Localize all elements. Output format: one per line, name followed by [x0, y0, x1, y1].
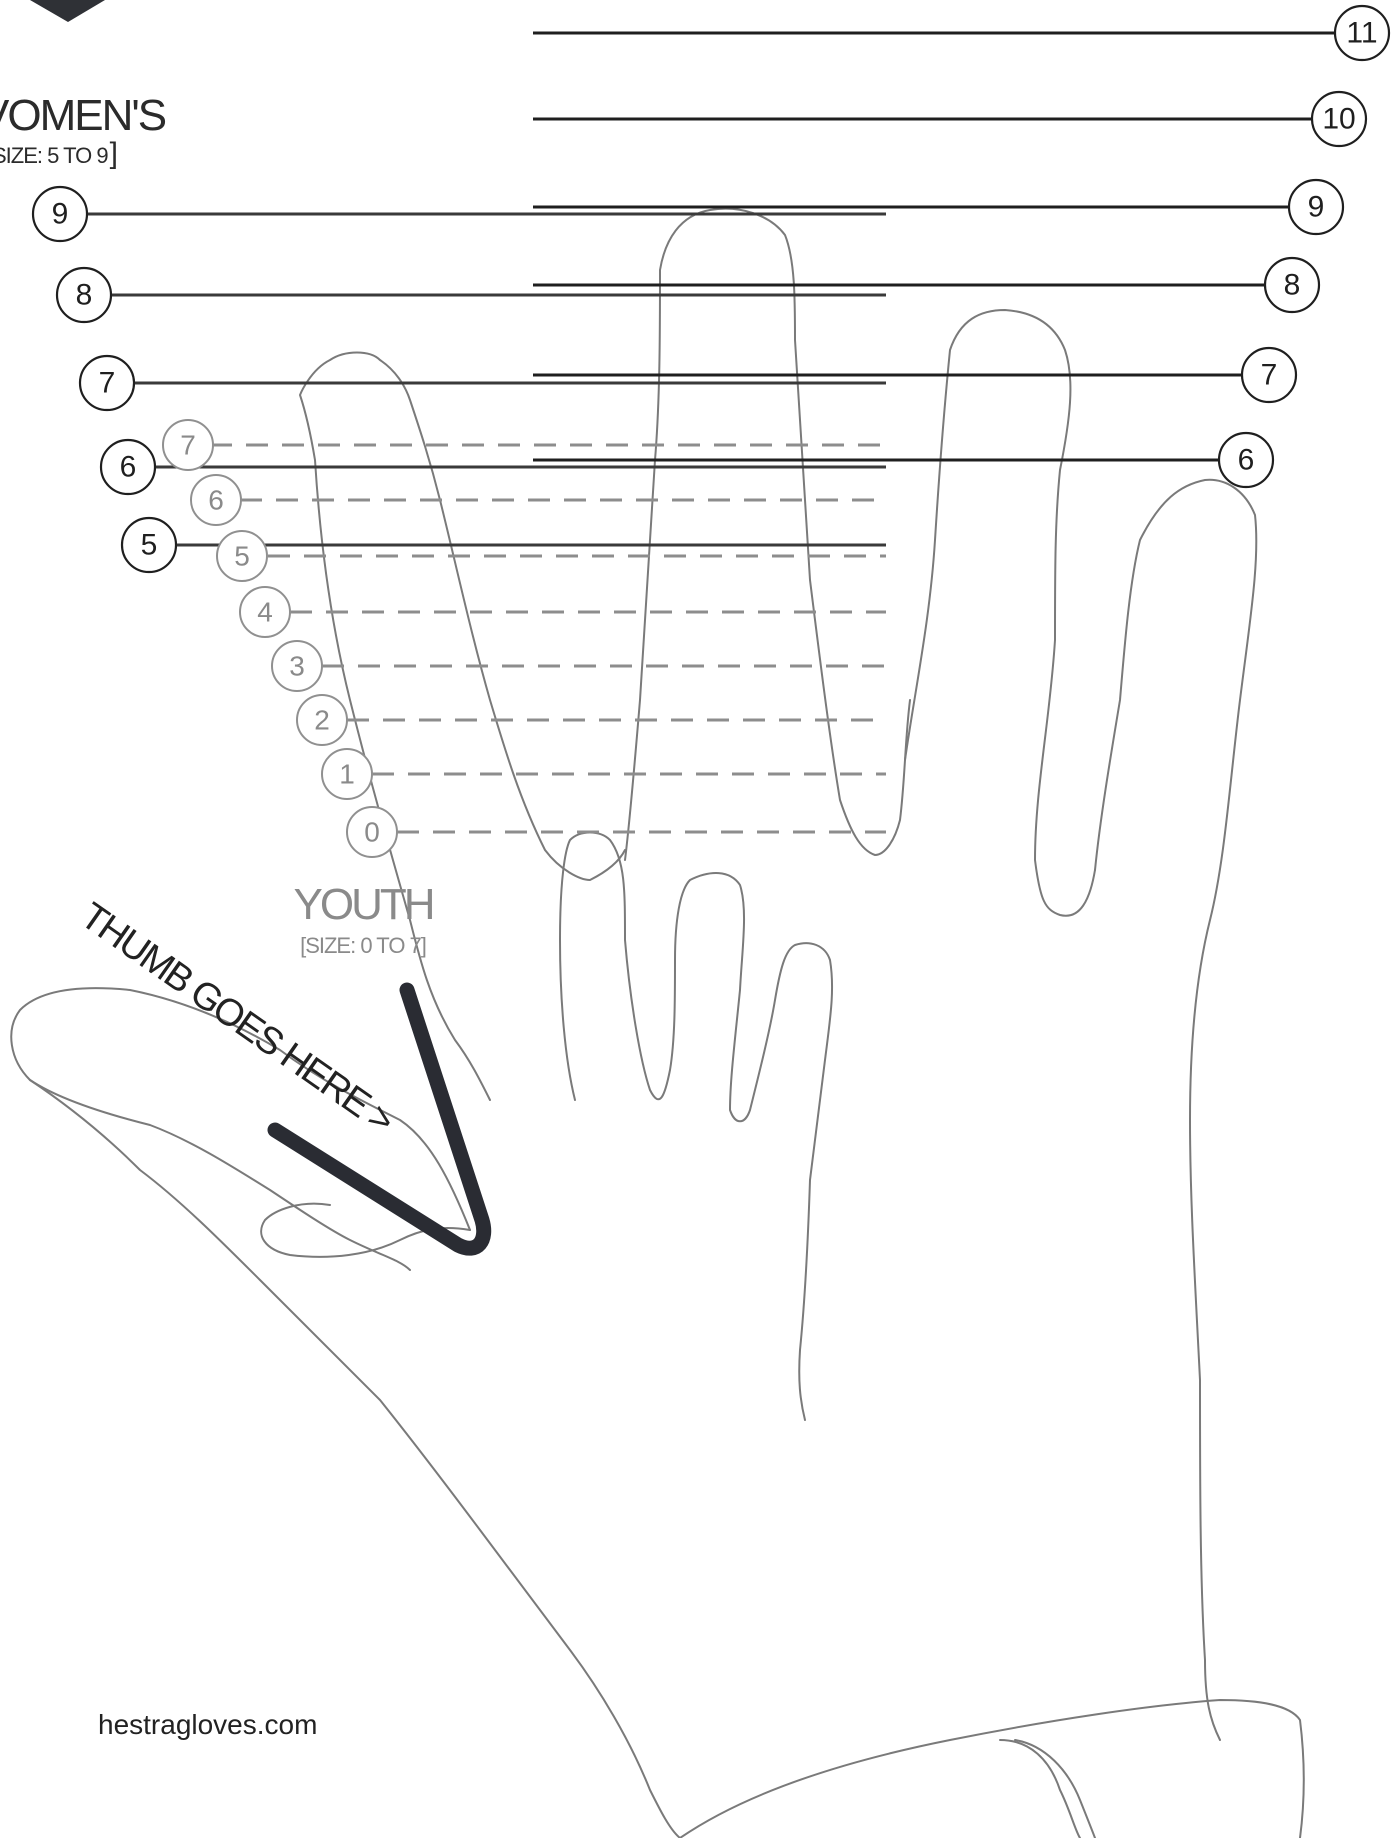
- women-size-label-9: 9: [52, 198, 69, 231]
- men-size-label-11: 11: [1346, 17, 1377, 50]
- youth-size-label-0: 0: [364, 817, 380, 848]
- men-size-lines: [533, 33, 1336, 460]
- youth-size-lines: [210, 445, 886, 832]
- youth-title: YOUTH: [294, 880, 433, 929]
- palm-cutout-left: [560, 833, 832, 1421]
- wrist-fold-outline-2: [1015, 1740, 1095, 1838]
- women-subtitle-text: SIZE: 5 TO 9: [0, 143, 108, 168]
- women-size-label-7: 7: [99, 367, 116, 400]
- women-subtitle: SIZE: 5 TO 9]: [0, 137, 117, 170]
- men-size-label-6: 6: [1238, 444, 1255, 477]
- youth-subtitle: [SIZE: 0 TO 7]: [300, 933, 426, 958]
- men-size-label-8: 8: [1284, 269, 1301, 302]
- middle-finger-outline: [905, 310, 1095, 916]
- women-size-markers: 9 8 7 6 5: [33, 187, 176, 572]
- ring-finger-outline: [625, 209, 910, 860]
- youth-size-label-3: 3: [289, 651, 305, 682]
- women-title: VOMEN'S: [0, 91, 166, 140]
- youth-size-label-1: 1: [339, 759, 355, 790]
- men-size-label-9: 9: [1308, 191, 1325, 224]
- youth-size-label-6: 6: [208, 485, 224, 516]
- men-size-label-10: 10: [1322, 103, 1355, 136]
- women-size-label-5: 5: [141, 529, 158, 562]
- youth-size-label-2: 2: [314, 705, 330, 736]
- index-finger-outline: [1095, 480, 1256, 1740]
- women-size-label-6: 6: [120, 451, 137, 484]
- wrist-fold-outline: [1000, 1740, 1080, 1838]
- women-size-label-8: 8: [76, 279, 93, 312]
- pinky-finger-outline: [300, 353, 625, 1101]
- website-url: hestragloves.com: [98, 1709, 317, 1740]
- logo-corner-mark: [30, 0, 105, 22]
- youth-size-label-5: 5: [234, 541, 250, 572]
- youth-size-label-4: 4: [257, 597, 273, 628]
- youth-size-label-7: 7: [180, 430, 196, 461]
- men-size-markers: 11 10 9 8 7 6: [1219, 6, 1389, 487]
- wrist-cuff-outline: [680, 1700, 1304, 1838]
- youth-size-markers: 7 6 5 4 3 2 1 0: [163, 420, 397, 857]
- women-subtitle-bracket: ]: [110, 137, 117, 170]
- men-size-label-7: 7: [1261, 359, 1278, 392]
